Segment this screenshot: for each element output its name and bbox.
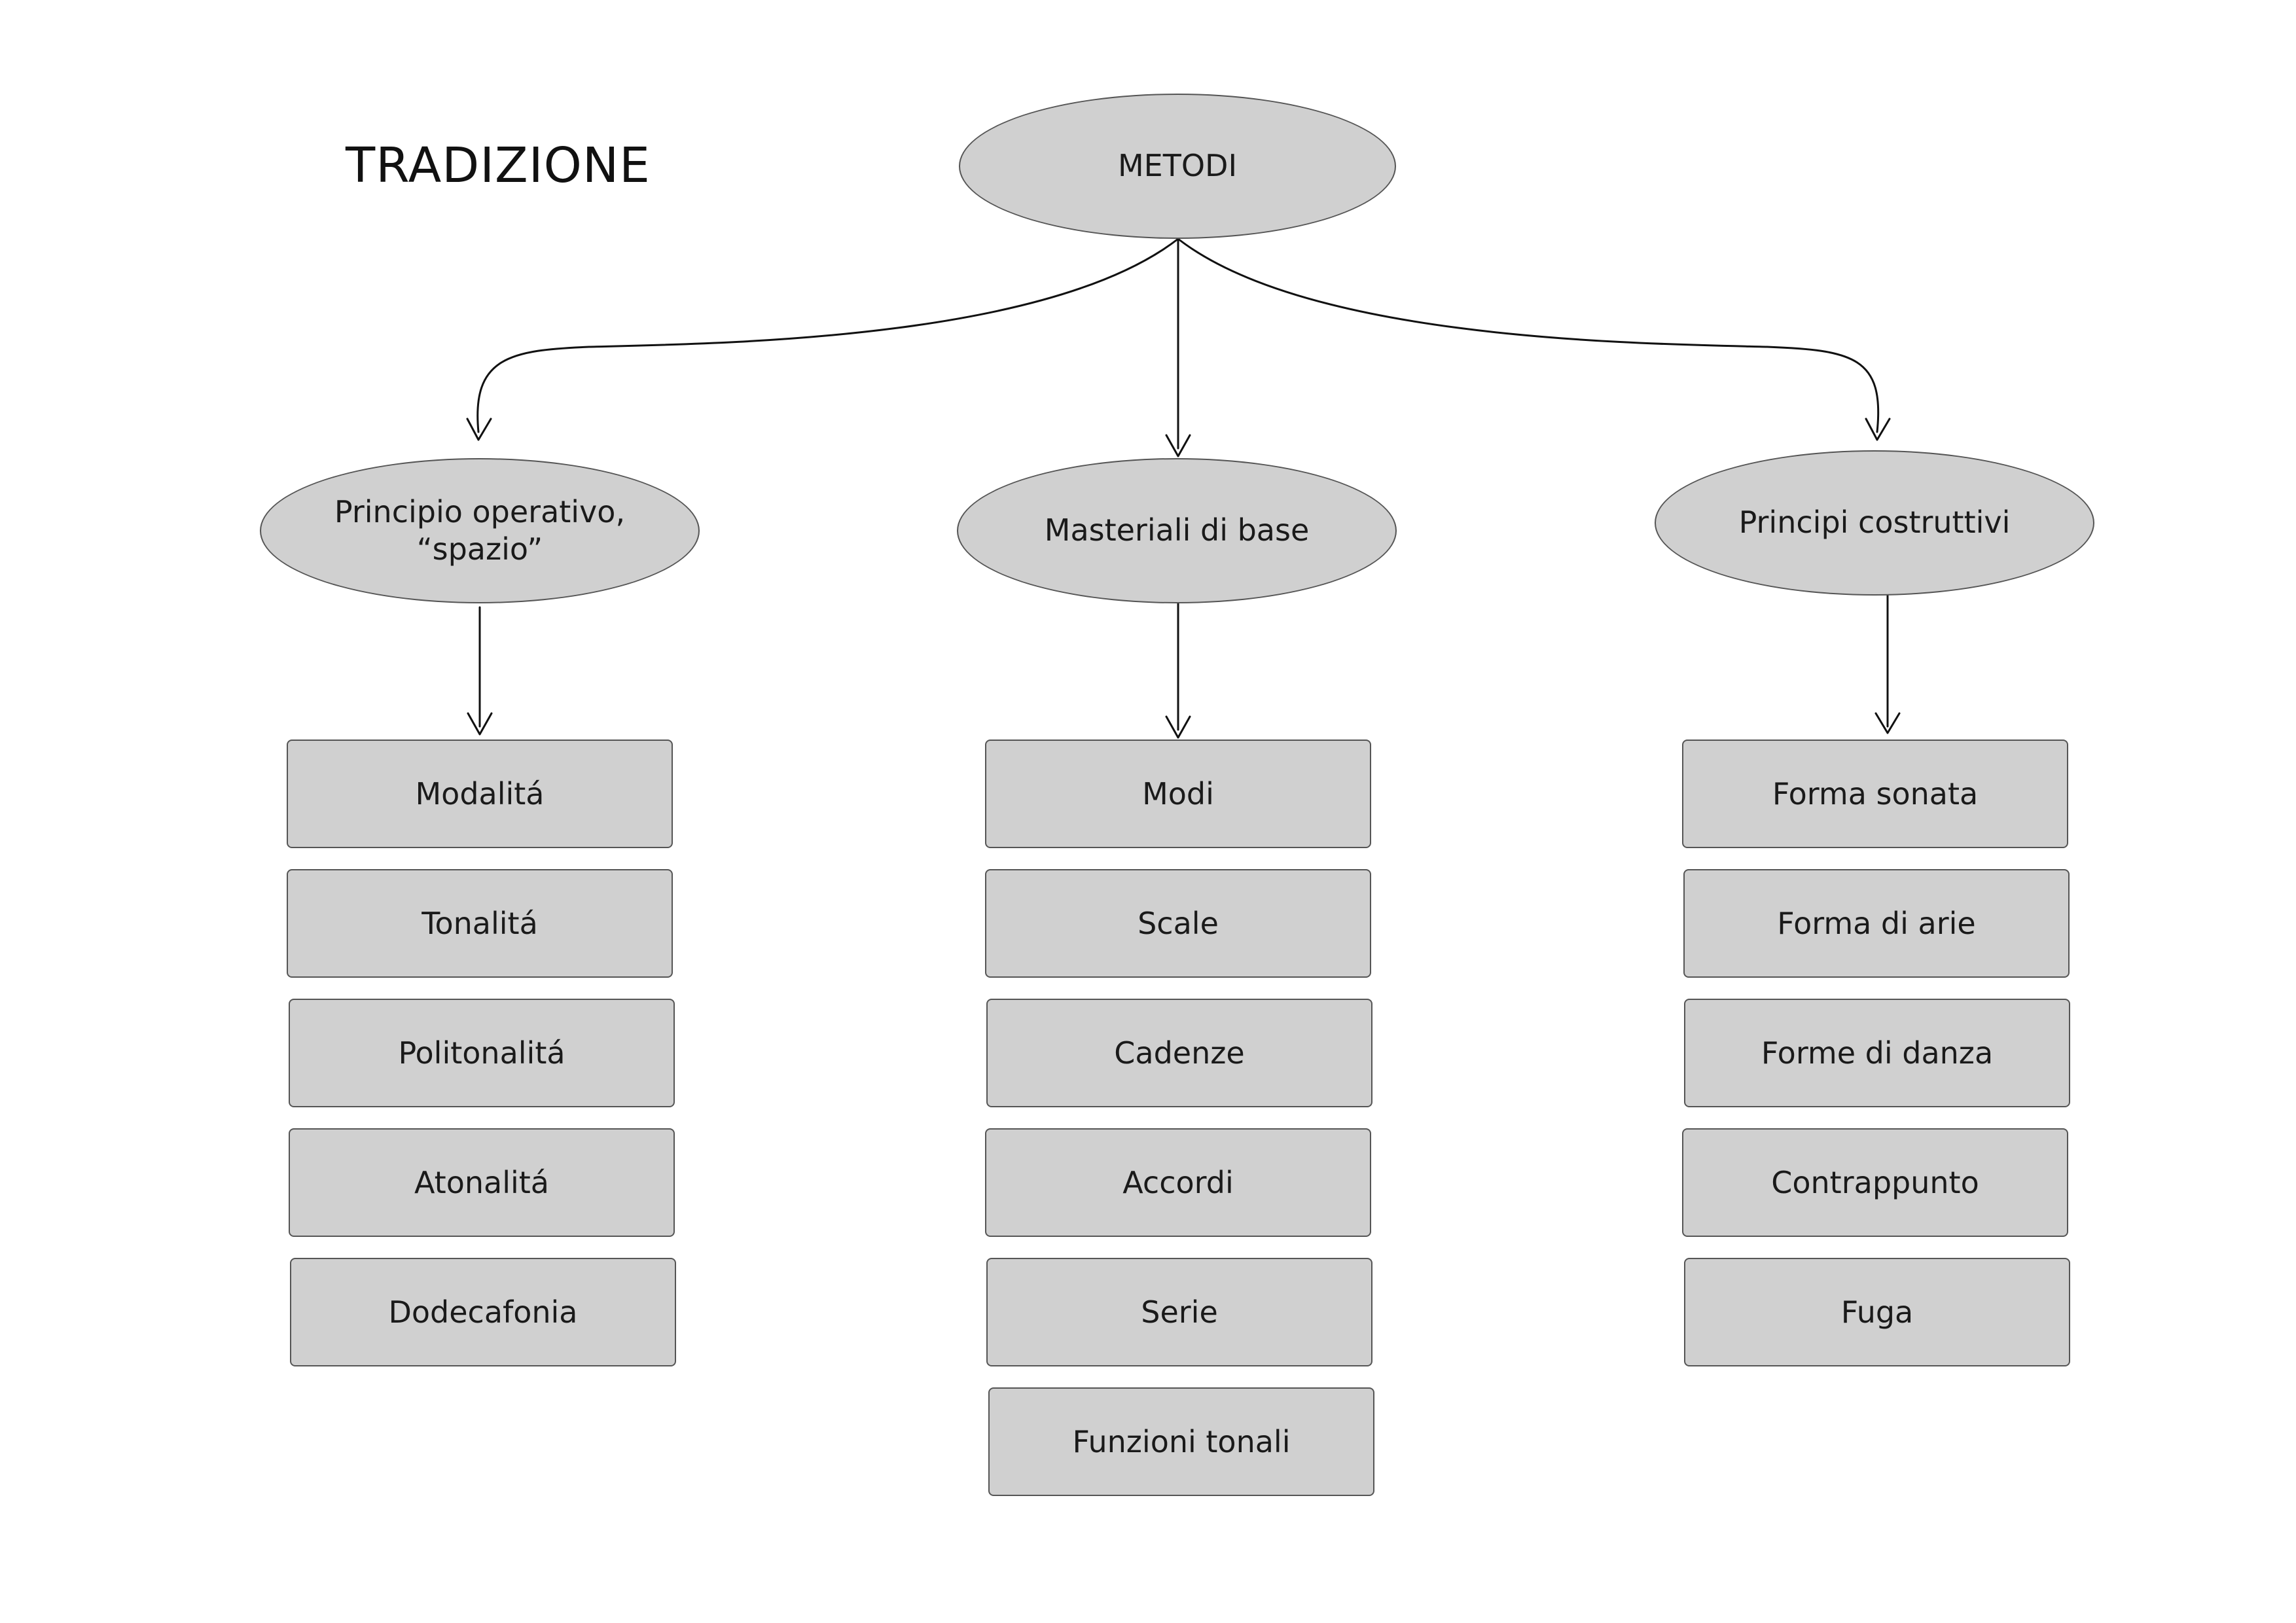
root-node: METODI xyxy=(959,94,1396,239)
connector-root-to-left xyxy=(476,238,1179,433)
branch-label-line: Principi costruttivi xyxy=(1738,505,2011,541)
list-item-label: Cadenze xyxy=(1114,1035,1245,1071)
list-item: Forme di danza xyxy=(1684,999,2070,1107)
connector-root-to-right xyxy=(1177,238,1880,433)
list-item-label: Scale xyxy=(1138,906,1219,941)
diagram-title: TRADIZIONE xyxy=(346,137,651,194)
list-item: Modi xyxy=(985,740,1371,848)
arrowhead-middle xyxy=(1165,434,1191,457)
list-item-label: Contrappunto xyxy=(1771,1165,1979,1200)
list-item-label: Modi xyxy=(1142,776,1214,812)
branch-node-principio-operativo: Principio operativo, “spazio” xyxy=(260,458,700,603)
list-item: Fuga xyxy=(1684,1258,2070,1366)
branch-node-materiali-di-base: Masteriali di base xyxy=(957,458,1397,603)
list-item: Scale xyxy=(985,869,1371,978)
list-item: Serie xyxy=(986,1258,1372,1366)
root-node-label: METODI xyxy=(1117,148,1238,184)
list-item: Tonalitá xyxy=(287,869,673,978)
branch-label-line: Principio operativo, xyxy=(334,493,626,529)
list-item-label: Dodecafonia xyxy=(388,1294,578,1330)
arrowhead-middle-list xyxy=(1165,715,1191,739)
list-item: Atonalitá xyxy=(289,1128,675,1237)
list-item: Funzioni tonali xyxy=(988,1387,1374,1496)
branch-label-line: “spazio” xyxy=(416,531,543,567)
list-item-label: Tonalitá xyxy=(422,906,538,941)
list-item-label: Funzioni tonali xyxy=(1072,1424,1291,1459)
arrowhead-right-list xyxy=(1874,712,1901,734)
list-item-label: Atonalitá xyxy=(414,1165,549,1200)
arrowhead-right xyxy=(1865,418,1891,441)
list-item-label: Politonalitá xyxy=(398,1035,565,1071)
list-item-label: Forme di danza xyxy=(1761,1035,1994,1071)
list-item-label: Forma di arie xyxy=(1777,906,1976,941)
list-item-label: Fuga xyxy=(1840,1294,1914,1330)
arrowhead-left-list xyxy=(467,712,493,736)
list-item: Contrappunto xyxy=(1682,1128,2068,1237)
list-item: Cadenze xyxy=(986,999,1372,1107)
list-item: Forma sonata xyxy=(1682,740,2068,848)
list-item: Politonalitá xyxy=(289,999,675,1107)
list-item: Accordi xyxy=(985,1128,1371,1237)
arrowhead-left xyxy=(466,418,492,441)
list-item: Modalitá xyxy=(287,740,673,848)
branch-label-line: Masteriali di base xyxy=(1044,512,1310,548)
list-item: Forma di arie xyxy=(1683,869,2070,978)
branch-node-principi-costruttivi: Principi costruttivi xyxy=(1655,450,2094,596)
list-item: Dodecafonia xyxy=(290,1258,676,1366)
list-item-label: Serie xyxy=(1141,1294,1218,1330)
list-item-label: Accordi xyxy=(1122,1165,1234,1200)
list-item-label: Modalitá xyxy=(415,776,545,812)
list-item-label: Forma sonata xyxy=(1772,776,1979,812)
